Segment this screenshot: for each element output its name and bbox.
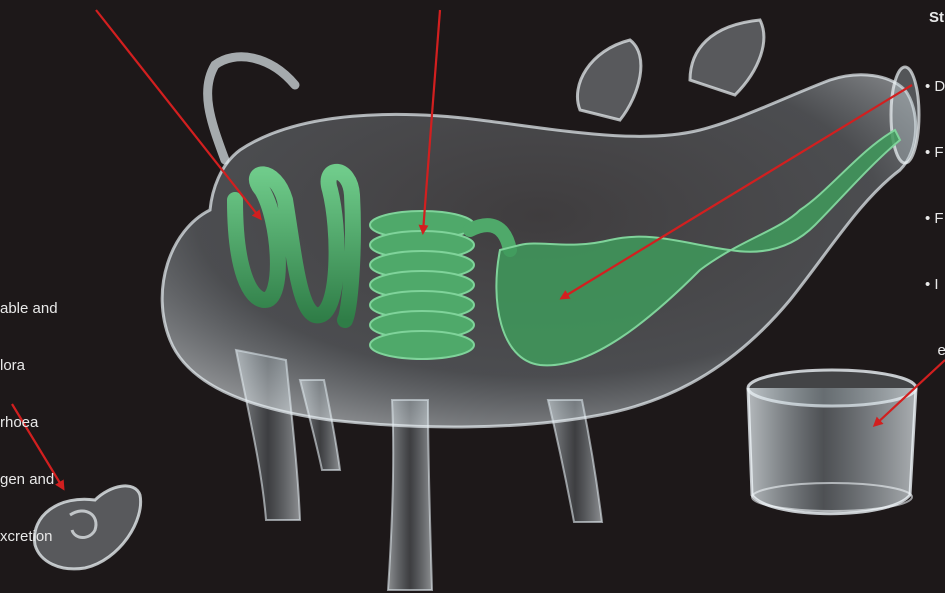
left-caption-line: gen and [0, 470, 58, 489]
right-caption-line: • I [925, 274, 945, 296]
right-caption-line: • F [925, 142, 945, 164]
glass-cup [748, 370, 916, 514]
right-caption-list: • D • F • F • I e [925, 32, 945, 384]
pig-ear-right [690, 20, 764, 95]
right-caption-line: e [925, 340, 945, 362]
right-caption-title: St [929, 8, 944, 27]
pig-ear-left [577, 40, 640, 120]
arrow-to-coils [96, 10, 260, 218]
pig-snout [891, 67, 919, 163]
left-caption-line: lora [0, 356, 58, 375]
left-caption-line: xcretion [0, 527, 58, 546]
right-caption-line: • F [925, 208, 945, 230]
left-caption: able and lora rhoea gen and xcretion [0, 261, 58, 565]
spiral-colon [370, 211, 474, 359]
front-leg-left [388, 400, 432, 590]
left-caption-line: able and [0, 299, 58, 318]
left-caption-line: rhoea [0, 413, 58, 432]
right-caption-line: • D [925, 76, 945, 98]
